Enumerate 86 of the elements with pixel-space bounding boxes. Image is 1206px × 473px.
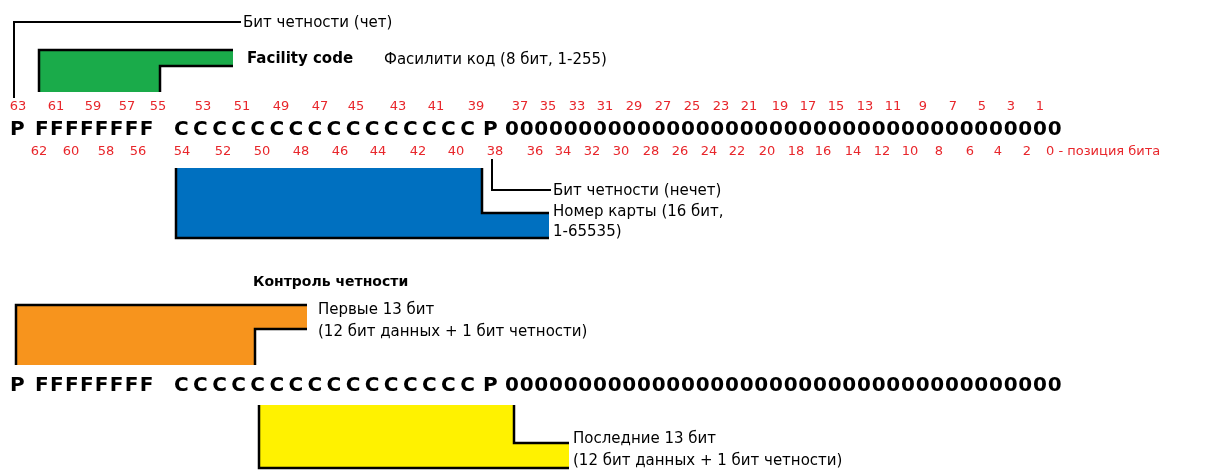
bit-position-number: 38 — [486, 143, 504, 159]
field-description: Последние 13 бит — [573, 428, 717, 449]
callout-text: Бит четности (чет) — [243, 12, 393, 32]
card-number-bits: CCCCCCCCCCCCCCCC — [174, 371, 480, 397]
bit-position-number: 44 — [369, 143, 387, 159]
parity-bit: P — [483, 371, 498, 397]
bit-position-number: 33 — [568, 98, 586, 114]
bit-position-number: 17 — [799, 98, 817, 114]
bit-position-number: 34 — [554, 143, 572, 159]
bit-position-number: 1 — [1035, 98, 1045, 114]
bit-position-number: 31 — [596, 98, 614, 114]
bit-position-number: 25 — [683, 98, 701, 114]
bit-position-number: 10 — [901, 143, 919, 159]
bit-position-number: 48 — [292, 143, 310, 159]
bit-position-number: 63 — [9, 98, 27, 114]
bit-position-number: 35 — [539, 98, 557, 114]
bit-position-number: 41 — [427, 98, 445, 114]
bit-position-number: 39 — [467, 98, 485, 114]
bit-position-number: 5 — [977, 98, 987, 114]
bit-position-number: 30 — [612, 143, 630, 159]
bit-position-number: 50 — [253, 143, 271, 159]
bit-position-number: 55 — [149, 98, 167, 114]
bit-position-number: 49 — [272, 98, 290, 114]
bit-position-number: 15 — [827, 98, 845, 114]
bit-position-number: 59 — [84, 98, 102, 114]
bit-position-number: 11 — [884, 98, 902, 114]
bit-position-number: 60 — [62, 143, 80, 159]
section-heading: Контроль четности — [253, 272, 409, 291]
field-description: (12 бит данных + 1 бит четности) — [318, 321, 588, 342]
bit-position-number: 26 — [671, 143, 689, 159]
bit-position-number: 58 — [97, 143, 115, 159]
bit-position-number: 7 — [948, 98, 958, 114]
bit-position-number: 29 — [625, 98, 643, 114]
bit-position-caption: 0 - позиция бита — [1046, 143, 1161, 159]
bit-position-number: 4 — [993, 143, 1003, 159]
bit-position-number: 18 — [787, 143, 805, 159]
bit-position-number: 57 — [118, 98, 136, 114]
bit-position-number: 2 — [1022, 143, 1032, 159]
bit-position-number: 54 — [173, 143, 191, 159]
bit-position-number: 51 — [233, 98, 251, 114]
field-description: Фасилити код (8 бит, 1-255) — [384, 49, 607, 70]
bit-position-number: 40 — [447, 143, 465, 159]
bit-position-number: 45 — [347, 98, 365, 114]
field-description: Первые 13 бит — [318, 299, 435, 320]
bit-position-number: 3 — [1006, 98, 1016, 114]
callout-text: Бит четности (нечет) — [553, 180, 722, 200]
bit-position-number: 24 — [700, 143, 718, 159]
parity-bit: P — [10, 371, 25, 397]
bit-position-number: 27 — [654, 98, 672, 114]
bit-position-number: 46 — [331, 143, 349, 159]
bit-position-number: 16 — [814, 143, 832, 159]
bit-position-number: 21 — [740, 98, 758, 114]
bit-position-number: 61 — [47, 98, 65, 114]
bit-position-number: 28 — [642, 143, 660, 159]
bit-position-number: 56 — [129, 143, 147, 159]
card-number-bits: CCCCCCCCCCCCCCCC — [174, 115, 480, 141]
bit-position-number: 20 — [758, 143, 776, 159]
parity-bit: P — [10, 115, 25, 141]
leader-line — [491, 158, 552, 191]
bit-position-number: 42 — [409, 143, 427, 159]
bit-position-number: 36 — [526, 143, 544, 159]
bit-position-number: 32 — [583, 143, 601, 159]
field-description: Номер карты (16 бит, 1-65535) — [553, 201, 725, 241]
bit-position-number: 9 — [918, 98, 928, 114]
field-description: (12 бит данных + 1 бит четности) — [573, 450, 843, 471]
facility-code-bits: FFFFFFFF — [35, 115, 155, 141]
bit-position-number: 14 — [844, 143, 862, 159]
bit-position-number: 22 — [728, 143, 746, 159]
bit-position-number: 12 — [873, 143, 891, 159]
bit-position-number: 53 — [194, 98, 212, 114]
bit-position-number: 43 — [389, 98, 407, 114]
parity-bit: P — [483, 115, 498, 141]
data-bits: 00000000000000000000000000000000000000 — [505, 371, 1063, 397]
bit-position-number: 13 — [856, 98, 874, 114]
bit-position-number: 52 — [214, 143, 232, 159]
bit-position-number: 37 — [511, 98, 529, 114]
bit-position-number: 62 — [30, 143, 48, 159]
bit-position-number: 19 — [771, 98, 789, 114]
facility-code-bits: FFFFFFFF — [35, 371, 155, 397]
leader-line — [13, 21, 242, 99]
bit-position-number: 8 — [934, 143, 944, 159]
bit-position-number: 23 — [712, 98, 730, 114]
data-bits: 00000000000000000000000000000000000000 — [505, 115, 1063, 141]
bit-position-number: 6 — [965, 143, 975, 159]
field-name: Facility code — [247, 48, 354, 69]
bit-position-number: 47 — [311, 98, 329, 114]
